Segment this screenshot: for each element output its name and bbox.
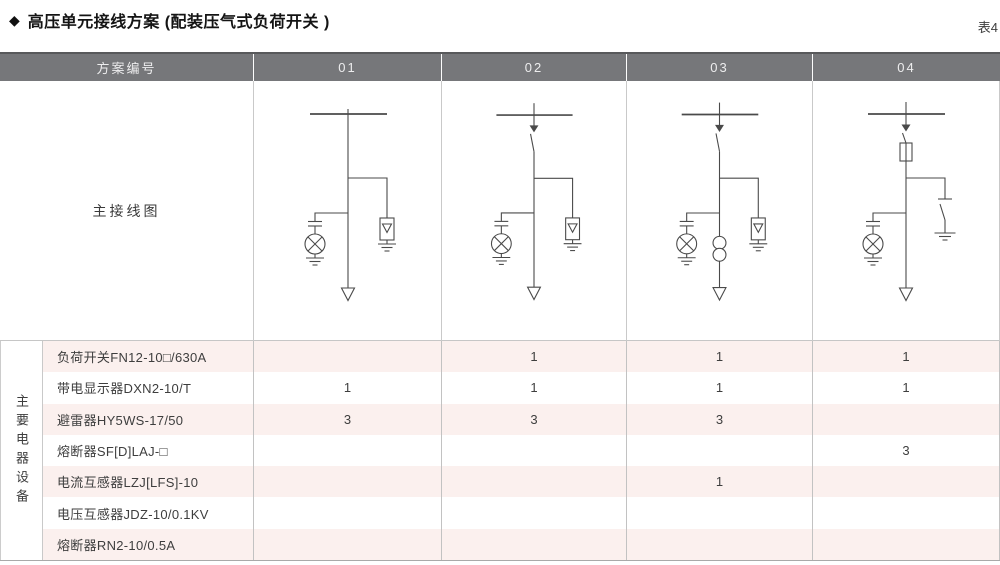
equipment-value-cell: 3 (441, 403, 626, 435)
equipment-value-cell: 1 (441, 341, 626, 373)
table-row: 带电显示器DXN2-10/T 1 1 1 1 (43, 372, 1000, 404)
ground-symbol (864, 257, 882, 266)
cable-outlet-arrow (898, 287, 914, 302)
equipment-label: 电压互感器JDZ-10/0.1KV (57, 506, 209, 522)
equipment-value-cell (441, 528, 626, 560)
wiring-diagram-04 (862, 102, 956, 302)
equipment-value-cell (812, 528, 1000, 560)
ground-symbol (677, 257, 696, 266)
equipment-value-cell (812, 403, 1000, 435)
voltage-indicator-symbol (676, 212, 720, 266)
ground-symbol (749, 243, 768, 252)
equipment-value-cell (253, 434, 441, 467)
diagram-cell-03 (626, 81, 812, 341)
wiring-diagram-01 (303, 109, 396, 302)
equipment-rows: 负荷开关FN12-10□/630A 1 1 1 带电显示器DXN2-10/T 1… (43, 341, 1000, 560)
equipment-value-cell: 1 (626, 372, 812, 404)
fuse-symbol (899, 142, 913, 162)
wiring-diagram-03 (676, 102, 768, 302)
header-scheme-01: 01 (253, 54, 441, 81)
surge-arrester-symbol (534, 177, 582, 252)
equipment-value-cell: 3 (253, 403, 441, 435)
table-row: 避雷器HY5WS-17/50 3 3 3 (43, 403, 1000, 435)
ground-symbol (305, 257, 324, 266)
load-switch-symbol (901, 114, 911, 144)
header-scheme-label: 方案编号 (96, 61, 157, 76)
cable-outlet-arrow (526, 286, 542, 301)
table-row: 负荷开关FN12-10□/630A 1 1 1 (43, 341, 1000, 373)
table-row: 电压互感器JDZ-10/0.1KV (43, 497, 1000, 529)
voltage-indicator-symbol (303, 212, 348, 266)
busbar-line (868, 102, 945, 115)
equipment-value-cell (626, 434, 812, 467)
cable-outlet-arrow (712, 287, 727, 302)
equipment-label: 熔断器SF[D]LAJ-□ (57, 443, 168, 459)
equipment-value-cell: 1 (812, 372, 1000, 404)
header-scheme-04: 04 (812, 54, 1000, 81)
equipment-value-cell: 3 (626, 403, 812, 435)
side-label-text: 主要电器设备 (14, 393, 29, 508)
surge-arrester-symbol (347, 177, 396, 252)
equipment-value-cell (253, 341, 441, 373)
equipment-value-cell: 1 (626, 466, 812, 498)
table-number: 表4 (977, 20, 998, 35)
ground-symbol (934, 232, 956, 241)
ground-symbol (377, 243, 396, 252)
voltage-indicator-symbol (862, 212, 906, 266)
equipment-label: 负荷开关FN12-10□/630A (57, 350, 207, 366)
earthing-switch-symbol (906, 177, 956, 241)
diagram-cell-02 (441, 81, 626, 341)
scheme-table: 方案编号 01 02 03 04 主接线图 (0, 52, 1000, 561)
equipment-label: 带电显示器DXN2-10/T (57, 381, 192, 397)
diagram-row-label: 主接线图 (92, 203, 161, 219)
diagram-row-label-cell: 主接线图 (0, 81, 253, 341)
equipment-value-cell (253, 497, 441, 529)
header-scheme-02: 02 (441, 54, 626, 81)
header-scheme-03: 03 (626, 54, 812, 81)
equipment-section-side-label: 主要电器设备 (0, 341, 43, 560)
surge-arrester-symbol (719, 177, 768, 252)
busbar-line (309, 109, 387, 115)
ground-symbol (563, 243, 582, 252)
equipment-value-cell (812, 497, 1000, 529)
equipment-label: 避雷器HY5WS-17/50 (57, 412, 184, 428)
load-switch-symbol (715, 114, 724, 152)
equipment-value-cell (441, 434, 626, 467)
diagram-row: 主接线图 (0, 81, 1000, 341)
diagram-cell-01 (253, 81, 441, 341)
table-row: 电流互感器LZJ[LFS]-10 1 (43, 466, 1000, 498)
equipment-value-cell: 1 (253, 372, 441, 404)
equipment-value-cell: 1 (626, 341, 812, 373)
equipment-label: 熔断器RN2-10/0.5A (57, 537, 176, 553)
diagram-cell-04 (812, 81, 1000, 341)
equipment-value-cell (441, 497, 626, 529)
diamond-bullet-icon: ◆ (9, 11, 20, 28)
equipment-value-cell (253, 528, 441, 560)
equipment-value-cell (626, 528, 812, 560)
equipment-value-cell: 1 (812, 341, 1000, 373)
equipment-value-cell (441, 466, 626, 498)
wiring-diagram-02 (490, 103, 582, 301)
ground-symbol (492, 256, 511, 265)
equipment-value-cell (812, 466, 1000, 498)
equipment-value-cell: 1 (441, 372, 626, 404)
equipment-value-cell: 3 (812, 434, 1000, 467)
title-text: 高压单元接线方案 (配装压气式负荷开关 ) (27, 14, 330, 31)
busbar-line (496, 103, 573, 116)
equipment-section: 主要电器设备 负荷开关FN12-10□/630A 1 1 1 带电显示器DXN2… (0, 341, 1000, 561)
cable-outlet-arrow (340, 287, 355, 302)
page-title: ◆ 高压单元接线方案 (配装压气式负荷开关 ) (9, 8, 330, 32)
equipment-value-cell (626, 497, 812, 529)
table-row: 熔断器SF[D]LAJ-□ 3 (43, 434, 1000, 467)
table-row: 熔断器RN2-10/0.5A (43, 528, 1000, 560)
table-header-row: 方案编号 01 02 03 04 (0, 52, 1000, 81)
busbar-line (681, 102, 759, 116)
load-switch-symbol (529, 115, 539, 152)
equipment-label: 电流互感器LZJ[LFS]-10 (57, 475, 199, 491)
voltage-indicator-symbol (490, 212, 534, 265)
current-transformer-symbol (712, 235, 727, 262)
equipment-value-cell (253, 466, 441, 498)
